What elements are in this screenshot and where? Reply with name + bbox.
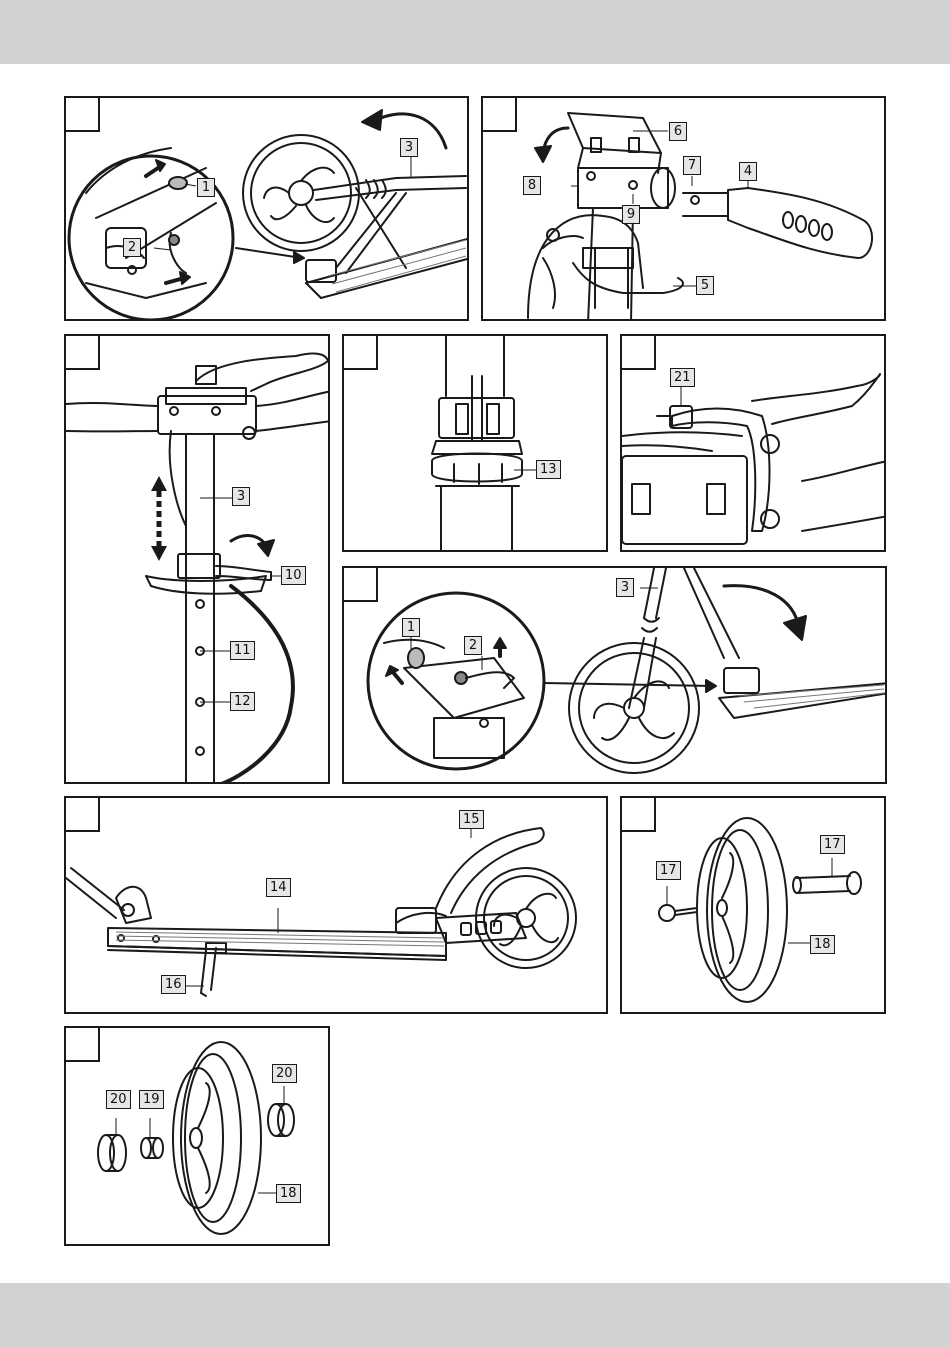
callout-21: 21 [670,368,695,387]
callout-17: 17 [820,835,845,854]
callout-8: 8 [523,176,541,195]
panel-folding: 3 1 2 [342,566,887,784]
callout-13: 13 [536,460,561,479]
callout-3: 3 [232,487,250,506]
brake-adjuster-illustration [622,336,886,552]
callout-1: 1 [402,618,420,637]
callout-11: 11 [230,641,255,660]
panel-height-adjust: 3 10 11 12 [64,334,330,784]
panel-wheel-axle: 17 17 18 [620,796,886,1014]
panel-headset-nut: 13 [342,334,608,552]
panel-deck-side-view: 15 14 16 [64,796,608,1014]
callout-20: 20 [106,1090,131,1109]
callout-10: 10 [281,566,306,585]
callout-4: 4 [739,162,757,181]
callout-19: 19 [139,1090,164,1109]
callout-16: 16 [161,975,186,994]
panel-brake-adjuster: 21 [620,334,886,552]
callout-1: 1 [197,178,215,197]
callout-20: 20 [272,1064,297,1083]
top-header-band [0,0,950,64]
callout-7: 7 [683,156,701,175]
callout-18: 18 [276,1184,301,1203]
callout-14: 14 [266,878,291,897]
callout-15: 15 [459,810,484,829]
callout-9: 9 [622,205,640,224]
folding-illustration [344,568,887,784]
bottom-footer-band [0,1283,950,1348]
height-adjust-illustration [66,336,330,784]
callout-3: 3 [400,138,418,157]
deck-side-view-illustration [66,798,608,1014]
callout-17: 17 [656,861,681,880]
wheel-bearings-illustration [66,1028,330,1246]
wheel-axle-illustration [622,798,886,1014]
callout-2: 2 [123,238,141,257]
callout-2: 2 [464,636,482,655]
callout-5: 5 [696,276,714,295]
headset-nut-illustration [344,336,608,552]
panel-fold-latch: 1 2 3 [64,96,469,321]
panel-handlebar-clamp: 6 7 4 8 9 5 [481,96,886,321]
fold-latch-illustration [66,98,469,321]
callout-18: 18 [810,935,835,954]
callout-6: 6 [669,122,687,141]
panel-wheel-bearings: 20 19 20 18 [64,1026,330,1246]
callout-3: 3 [616,578,634,597]
callout-12: 12 [230,692,255,711]
